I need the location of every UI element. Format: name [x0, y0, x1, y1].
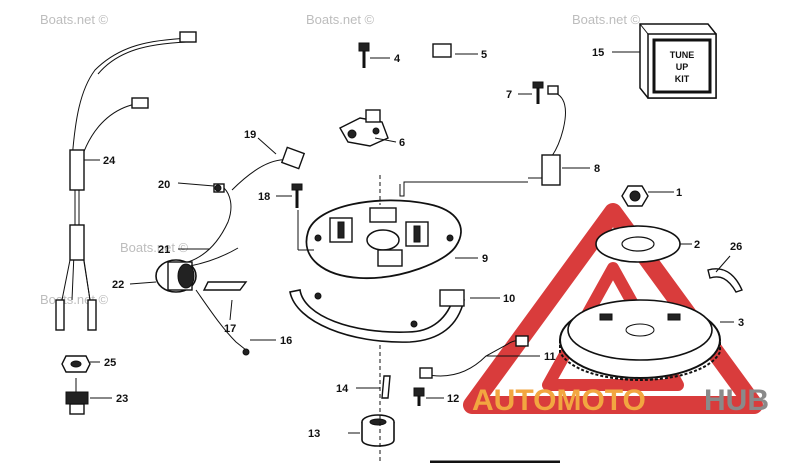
- clip-20: [214, 184, 222, 192]
- key-26: [707, 268, 743, 293]
- callout-12: 12: [447, 393, 459, 405]
- screw-4: [358, 42, 370, 68]
- callout-7: 7: [506, 89, 512, 101]
- callout-26: 26: [730, 241, 742, 253]
- condenser-8: [528, 85, 566, 186]
- callout-14: 14: [336, 383, 349, 395]
- pad-5: [432, 43, 452, 58]
- watermark: Boats.net ©: [40, 292, 109, 307]
- kit-label: UP: [676, 62, 689, 72]
- bushing-13: [361, 414, 395, 447]
- grommet-25: [61, 355, 91, 373]
- callout-5: 5: [481, 49, 487, 61]
- retainer-ring-10: [289, 289, 465, 343]
- callout-20: 20: [158, 179, 170, 191]
- kit-label: TUNE: [670, 50, 695, 60]
- callout-4: 4: [394, 53, 401, 65]
- screw-16: [242, 348, 250, 356]
- wire-harness-24: [55, 31, 197, 331]
- callout-9: 9: [482, 253, 488, 265]
- callout-11: 11: [544, 351, 556, 363]
- callout-2: 2: [694, 239, 700, 251]
- callout-23: 23: [116, 393, 128, 405]
- callout-24: 24: [103, 155, 116, 167]
- breaker-points-6: [339, 109, 389, 147]
- callout-1: 1: [676, 187, 682, 199]
- callout-6: 6: [399, 137, 405, 149]
- callout-17: 17: [224, 323, 236, 335]
- watermark: Boats.net ©: [120, 240, 189, 255]
- spacer-14: [381, 375, 391, 399]
- ignition-coil-22: [155, 259, 197, 293]
- flywheel-3: [559, 299, 721, 382]
- lead-21: [187, 183, 239, 267]
- fitting-23: [65, 378, 89, 415]
- callout-25: 25: [104, 357, 116, 369]
- ground-wire-17: [195, 281, 248, 351]
- brand-text-secondary: HUB: [704, 384, 769, 417]
- watermark: Boats.net ©: [40, 12, 109, 27]
- callout-8: 8: [594, 163, 600, 175]
- callout-3: 3: [738, 317, 744, 329]
- callout-13: 13: [308, 428, 320, 440]
- stator-plate-9: [305, 199, 462, 279]
- flywheel-nut-1: [621, 185, 649, 207]
- plate-2: [595, 225, 681, 263]
- tune-up-kit-box: TUNE UP KIT: [639, 23, 717, 99]
- callout-16: 16: [280, 335, 292, 347]
- brand-text-primary: AUTOMOTO: [472, 384, 646, 417]
- leader-lines: [84, 51, 734, 463]
- callout-18: 18: [258, 191, 270, 203]
- callout-22: 22: [112, 279, 124, 291]
- spark-cap-19: [231, 146, 306, 191]
- screw-18: [291, 183, 303, 208]
- watermark: Boats.net ©: [306, 12, 375, 27]
- callout-21: 21: [158, 244, 170, 256]
- brand-wordmark: AUTOMOTO HUB: [472, 384, 769, 417]
- screw-12: [413, 387, 425, 406]
- callout-10: 10: [503, 293, 515, 305]
- watermark: Boats.net ©: [572, 12, 641, 27]
- kit-label: KIT: [675, 74, 690, 84]
- callout-19: 19: [244, 129, 256, 141]
- screw-7: [532, 81, 544, 104]
- callout-15: 15: [592, 47, 604, 59]
